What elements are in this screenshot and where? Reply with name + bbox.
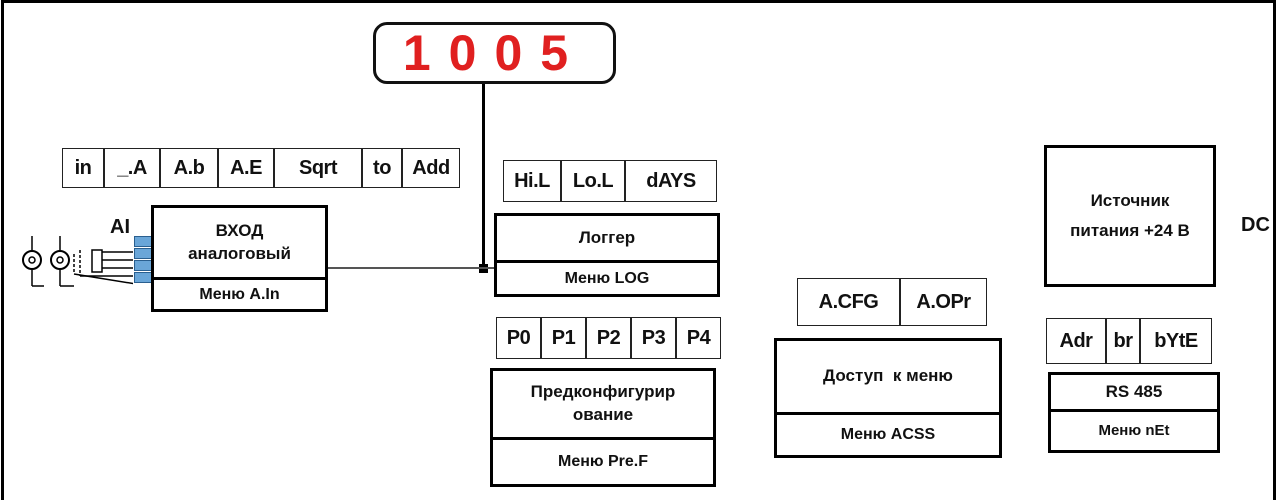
analog-param-add: Add — [402, 148, 460, 188]
logger-param-hil: Hi.L — [503, 160, 561, 202]
network-param-adr: Adr — [1046, 318, 1106, 364]
access-block: Доступ к меню — [774, 338, 1002, 415]
analog-to-bus-line — [326, 267, 496, 269]
network-title: RS 485 — [1105, 381, 1163, 401]
logger-menu-label: Меню LOG — [564, 269, 650, 287]
network-param-br: br — [1106, 318, 1140, 364]
access-menu-label: Меню ACSS — [840, 426, 936, 444]
display-box: 1005 — [373, 22, 616, 84]
power-block: Источник питания +24 В — [1044, 145, 1216, 287]
analog-param-a: _.A — [104, 148, 160, 188]
access-menu-block: Меню ACSS — [774, 412, 1002, 458]
analog-param-in: in — [62, 148, 104, 188]
preconfig-param-p2: P2 — [586, 317, 631, 359]
preconfig-param-p4: P4 — [676, 317, 721, 359]
analog-side-label: AI — [110, 216, 130, 238]
analog-param-sqrt: Sqrt — [274, 148, 362, 188]
sensor-icon — [22, 236, 133, 287]
logger-block: Логгер — [494, 213, 720, 263]
network-block: RS 485 — [1048, 372, 1220, 412]
power-title: Источник питания +24 В — [1070, 191, 1190, 240]
analog-param-b: A.b — [160, 148, 218, 188]
analog-menu-label: Меню A.In — [199, 285, 280, 303]
analog-input-title: ВХОД аналоговый — [188, 220, 291, 263]
analog-input-block: ВХОД аналоговый — [151, 205, 328, 280]
access-param-acfg: A.CFG — [797, 278, 900, 326]
analog-menu-block: Меню A.In — [151, 277, 328, 312]
logger-param-days: dAYS — [625, 160, 717, 202]
power-side-label: DC — [1241, 214, 1270, 236]
preconfig-param-p3: P3 — [631, 317, 676, 359]
access-title: Доступ к меню — [823, 366, 953, 386]
preconfig-title: Предконфигурир ование — [530, 382, 676, 424]
preconfig-block: Предконфигурир ование — [490, 368, 716, 440]
display-value: 1005 — [402, 25, 587, 81]
logger-param-lol: Lo.L — [561, 160, 625, 202]
preconfig-param-p1: P1 — [541, 317, 586, 359]
network-menu-block: Меню nEt — [1048, 409, 1220, 453]
logger-menu-block: Меню LOG — [494, 260, 720, 297]
preconfig-param-p0: P0 — [496, 317, 541, 359]
analog-param-to: to — [362, 148, 402, 188]
display-connector-vertical — [482, 84, 485, 270]
network-param-byte: bYtE — [1140, 318, 1212, 364]
preconfig-menu-label: Меню Pre.F — [557, 453, 648, 471]
logger-title: Логгер — [578, 227, 636, 247]
analog-param-e: A.E — [218, 148, 274, 188]
network-menu-label: Меню nEt — [1098, 421, 1170, 439]
access-param-aopr: A.OPr — [900, 278, 987, 326]
preconfig-menu-block: Меню Pre.F — [490, 437, 716, 487]
